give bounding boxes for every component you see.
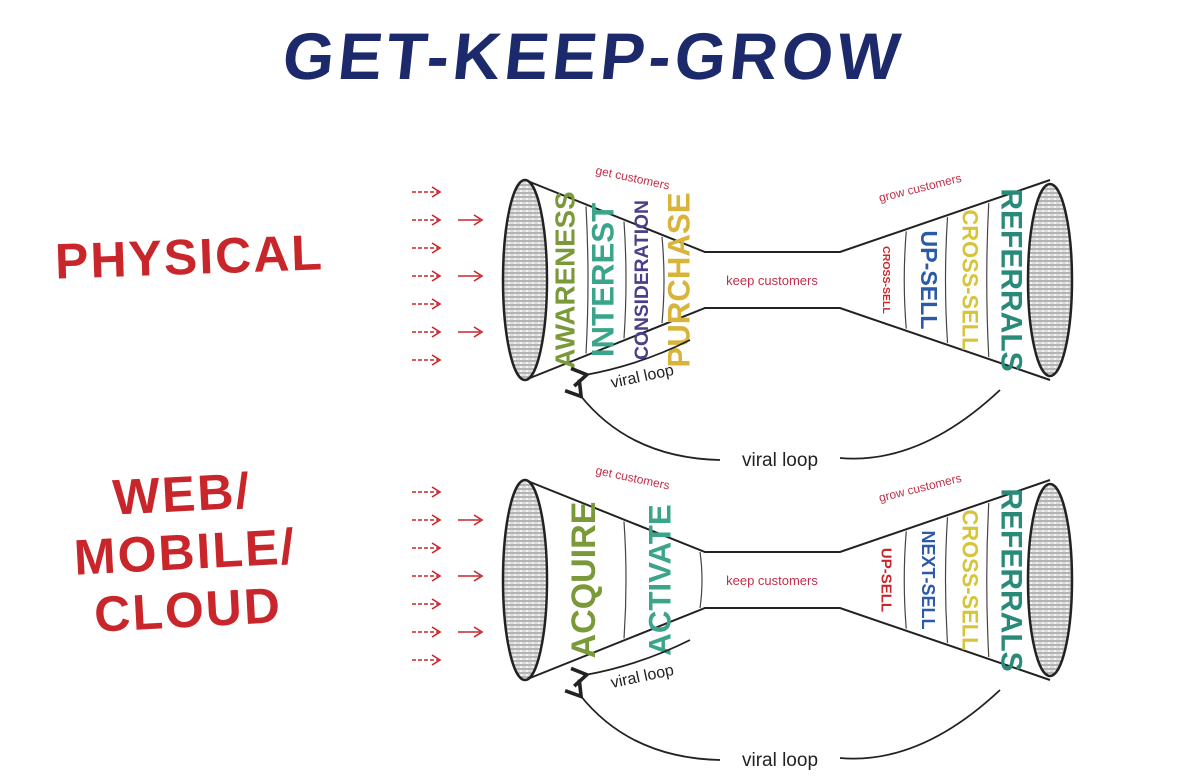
input-arrow	[412, 270, 442, 282]
stage-label-right: UP-SELL	[878, 548, 895, 612]
stage-label-right: CROSS-SELL	[880, 246, 892, 314]
input-arrow	[458, 570, 484, 582]
input-arrow	[412, 598, 442, 610]
input-arrow	[458, 270, 484, 282]
funnel-mouth-left	[501, 478, 549, 682]
get-customers-label: get customers	[594, 463, 671, 492]
stage-divider	[661, 236, 665, 324]
input-arrow	[458, 626, 484, 638]
input-arrow	[412, 214, 442, 226]
outer-viral-loop-label: viral loop	[742, 750, 818, 771]
stage-label-right: UP-SELL	[916, 231, 942, 330]
stage-divider	[623, 521, 627, 639]
input-arrow	[412, 186, 442, 198]
stage-label-left: CONSIDERATION	[632, 200, 653, 360]
stage-label-left: AWARENESS	[549, 191, 580, 368]
stage-label-left: PURCHASE	[661, 192, 696, 367]
inner-viral-loop-arrow	[570, 639, 691, 688]
input-arrow	[412, 514, 442, 526]
stage-divider	[903, 531, 907, 629]
inner-viral-loop-arrow	[570, 339, 691, 388]
funnel-mouth-right	[1026, 482, 1074, 678]
input-arrow	[458, 214, 484, 226]
stage-divider	[944, 517, 949, 643]
stage-label-right: NEXT-SELL	[918, 530, 938, 629]
input-arrow	[412, 626, 442, 638]
funnel-outline	[524, 479, 1051, 681]
stage-divider	[699, 551, 703, 609]
stage-divider	[623, 221, 627, 339]
input-arrow	[412, 354, 442, 366]
stage-divider	[986, 502, 990, 658]
stage-label-left: ACTIVATE	[642, 504, 677, 655]
stage-label-right: REFERRALS	[994, 188, 1027, 371]
get-customers-label: get customers	[594, 163, 671, 192]
stage-label-left: ACQUIRE	[565, 502, 603, 659]
outer-viral-loop-right	[839, 389, 1001, 460]
input-arrow	[412, 654, 442, 666]
stage-divider	[944, 217, 949, 343]
input-arrow	[412, 242, 442, 254]
input-arrow	[412, 326, 442, 338]
stage-label-left: INTEREST	[585, 203, 620, 357]
keep-customers-label: keep customers	[726, 273, 818, 288]
funnel-mouth-right	[1026, 182, 1074, 378]
outer-viral-loop-label: viral loop	[742, 450, 818, 471]
stage-divider	[585, 206, 589, 354]
stage-label-right: REFERRALS	[994, 488, 1027, 671]
input-arrow	[412, 486, 442, 498]
input-arrow	[412, 570, 442, 582]
funnel-outline	[524, 179, 1051, 381]
outer-viral-loop-left	[564, 679, 721, 761]
input-arrow	[458, 514, 484, 526]
grow-customers-label: grow customers	[877, 171, 963, 205]
stage-label-right: CROSS-SELL	[957, 509, 982, 650]
keep-customers-label: keep customers	[726, 573, 818, 588]
input-arrow	[412, 542, 442, 554]
funnel-row-2: ACQUIRE ACTIVATE UP-SELL NEXT-SELL CROSS-SEL…	[412, 463, 1074, 771]
grow-customers-label: grow customers	[877, 471, 963, 505]
stage-divider	[903, 231, 907, 329]
stage-divider	[986, 202, 990, 358]
outer-viral-loop-left	[564, 379, 721, 461]
input-arrow	[458, 326, 484, 338]
outer-viral-loop-right	[839, 689, 1001, 760]
input-arrow	[412, 298, 442, 310]
funnel-mouth-left	[501, 178, 549, 382]
stage-label-right: CROSS-SELL	[957, 209, 982, 350]
